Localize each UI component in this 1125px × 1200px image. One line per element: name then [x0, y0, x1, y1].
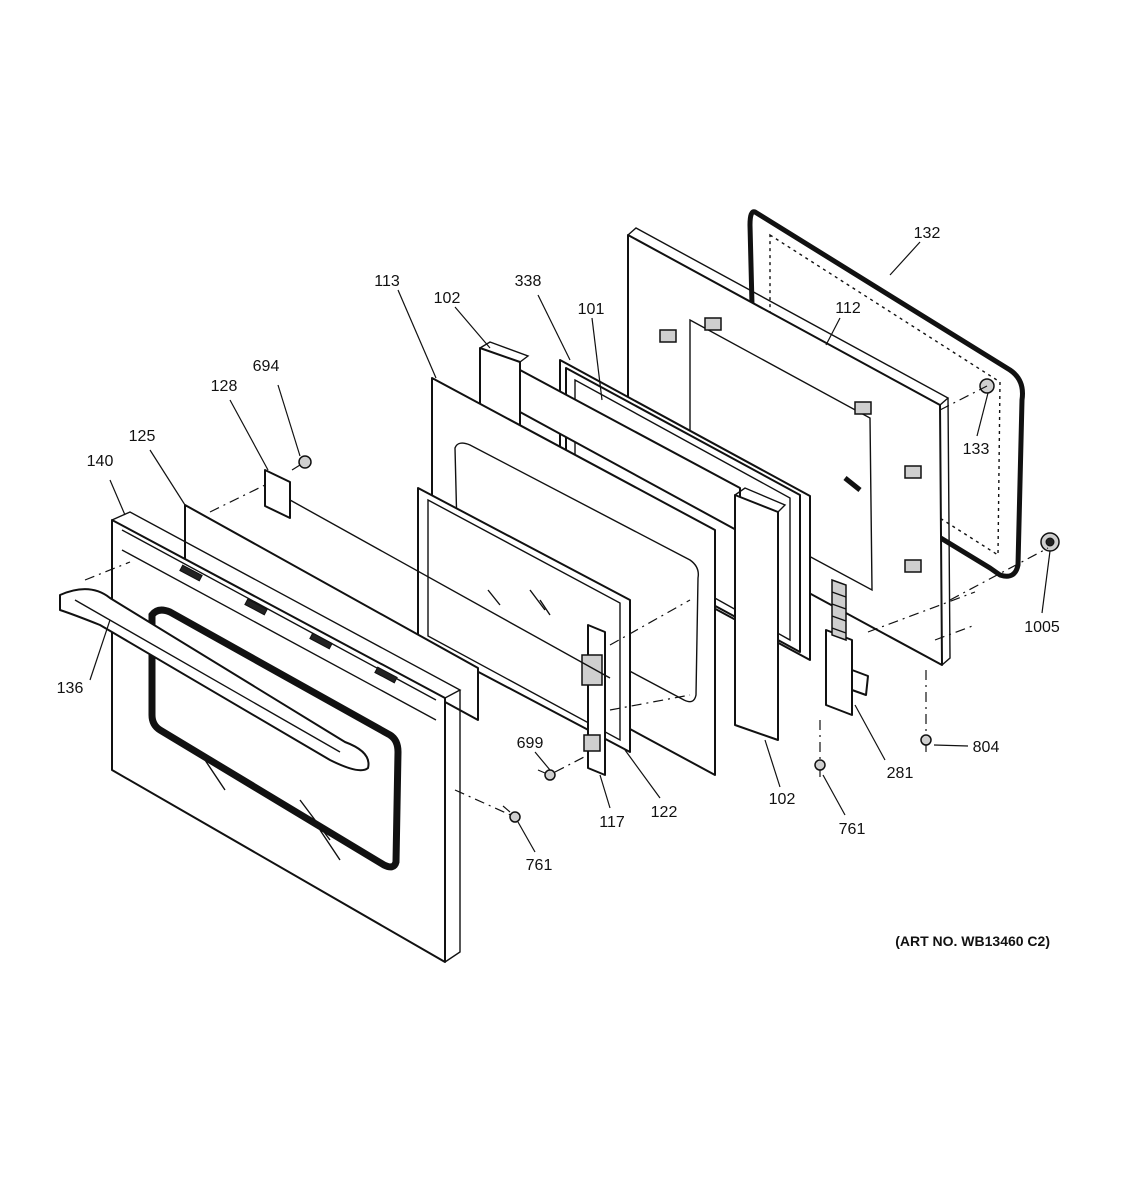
callout-labels: 140 125 128 694 136 113 102 338 101 112 …: [57, 225, 1060, 874]
screw-761-door: [502, 805, 521, 823]
callout-699: 699: [517, 735, 544, 752]
hinge-pin-bushing-1005: [1040, 532, 1060, 552]
callout-101: 101: [578, 301, 605, 318]
callout-694: 694: [253, 358, 280, 375]
callout-804: 804: [973, 739, 1000, 756]
door-handle: [59, 588, 370, 772]
door-liner: [627, 227, 951, 666]
door-outer-panel: [111, 511, 462, 963]
callout-136: 136: [57, 680, 84, 697]
callout-125: 125: [129, 428, 156, 445]
screw-761-hinge: [814, 759, 826, 777]
callout-1005: 1005: [1024, 619, 1060, 636]
screw-694: [291, 455, 312, 471]
callout-122: 122: [651, 804, 678, 821]
callout-133: 133: [963, 441, 990, 458]
screw-699: [537, 769, 556, 781]
callout-140: 140: [87, 453, 114, 470]
callout-102-right: 102: [769, 791, 796, 808]
callout-761-door: 761: [526, 857, 553, 874]
callout-112: 112: [835, 300, 861, 317]
callout-128: 128: [211, 378, 238, 395]
insulation-right: [734, 487, 787, 741]
screw-804: [920, 734, 932, 752]
art-number: (ART NO. WB13460 C2): [895, 933, 1050, 949]
callout-281: 281: [887, 765, 914, 782]
callout-132: 132: [914, 225, 941, 242]
leader-lines: [89, 241, 1051, 853]
hinge-bracket: [264, 469, 611, 679]
callout-102-left: 102: [434, 290, 461, 307]
callout-113: 113: [374, 273, 400, 290]
glass-retainer: [417, 487, 631, 753]
hinge: [825, 578, 869, 716]
alignment-lines: [84, 385, 1049, 818]
callout-761-hinge: 761: [839, 821, 866, 838]
callout-338: 338: [515, 273, 542, 290]
hinge-support: [581, 624, 606, 776]
callout-117: 117: [599, 814, 625, 831]
